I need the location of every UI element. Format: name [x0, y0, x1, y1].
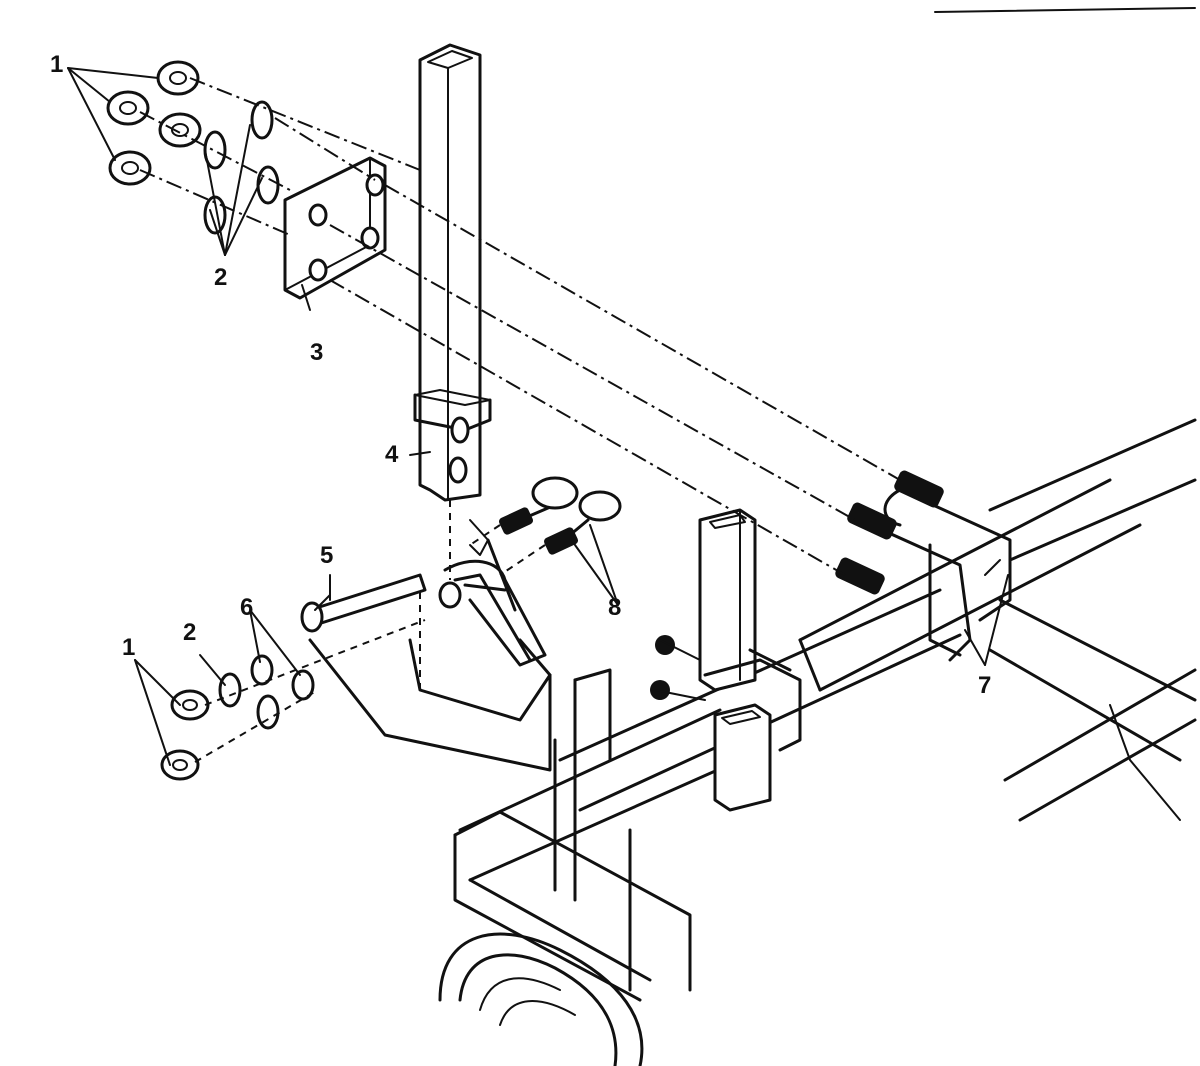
shank — [413, 43, 492, 502]
frame-standard-upper — [698, 508, 757, 692]
callout-6: 6 — [240, 594, 253, 621]
top-washers — [203, 100, 280, 235]
callout-7: 7 — [978, 672, 991, 699]
callout-1-bottom: 1 — [122, 634, 135, 661]
top-nuts — [106, 60, 202, 186]
clamp-plate — [283, 156, 387, 300]
callout-2-bottom: 2 — [183, 619, 196, 646]
callout-5: 5 — [320, 542, 333, 569]
callout-1-top: 1 — [50, 51, 63, 78]
leaders-lower — [134, 284, 1009, 766]
lower-hardware — [160, 619, 426, 781]
callout-labels: 1 2 3 4 5 6 1 2 7 8 — [50, 51, 991, 699]
callout-3: 3 — [310, 339, 323, 366]
pivot-pin — [300, 573, 427, 633]
leaders-top — [67, 67, 263, 256]
callout-8: 8 — [608, 594, 621, 621]
wheel — [438, 932, 644, 1066]
assembly-lines-top — [139, 70, 901, 580]
standard-clamp — [650, 635, 802, 752]
toolbar-frame — [453, 418, 1197, 1002]
shank-bracket — [308, 519, 552, 772]
callout-2-top: 2 — [214, 264, 227, 291]
callout-4: 4 — [385, 441, 399, 468]
bolts-8 — [469, 476, 622, 606]
u-bolt-assembly — [835, 470, 1012, 662]
corner-rule — [934, 7, 1196, 13]
frame-standard-lower — [713, 703, 772, 812]
